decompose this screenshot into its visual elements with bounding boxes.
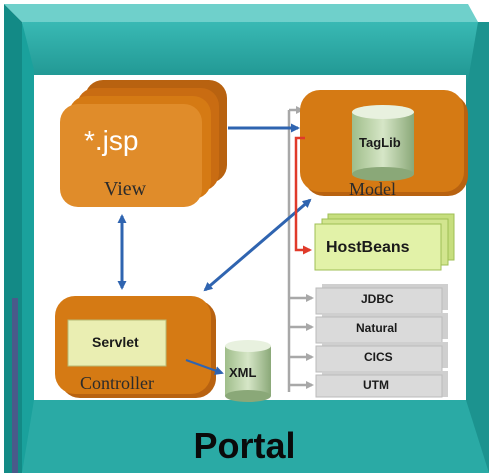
view-jsp-stack [60,80,227,207]
taglib-label: TagLib [359,135,401,150]
model-label: Model [349,179,396,199]
controller-box [55,296,216,398]
xml-cylinder [225,340,271,402]
connector-label-jdbc: JDBC [361,292,394,306]
arrow-controller-model [203,198,312,292]
connector-label-cics: CICS [364,350,393,364]
jsp-label: *.jsp [84,125,139,156]
connector-label-utm: UTM [363,378,389,392]
connector-label-natural: Natural [356,321,398,335]
servlet-box [67,319,167,367]
red-arrow [294,136,312,255]
hostbeans-stack [314,213,455,271]
controller-label: Controller [80,373,154,393]
portal-label: Portal [193,425,296,466]
hostbeans-label: HostBeans [326,239,410,256]
connector-boxes [315,284,448,398]
xml-label: XML [229,365,257,380]
view-label: View [104,178,147,200]
servlet-label: Servlet [92,334,139,350]
taglib-cylinder [352,112,414,174]
blue-arrows [117,123,312,375]
arrow-servlet-xml [185,359,224,375]
model-box [300,90,468,196]
